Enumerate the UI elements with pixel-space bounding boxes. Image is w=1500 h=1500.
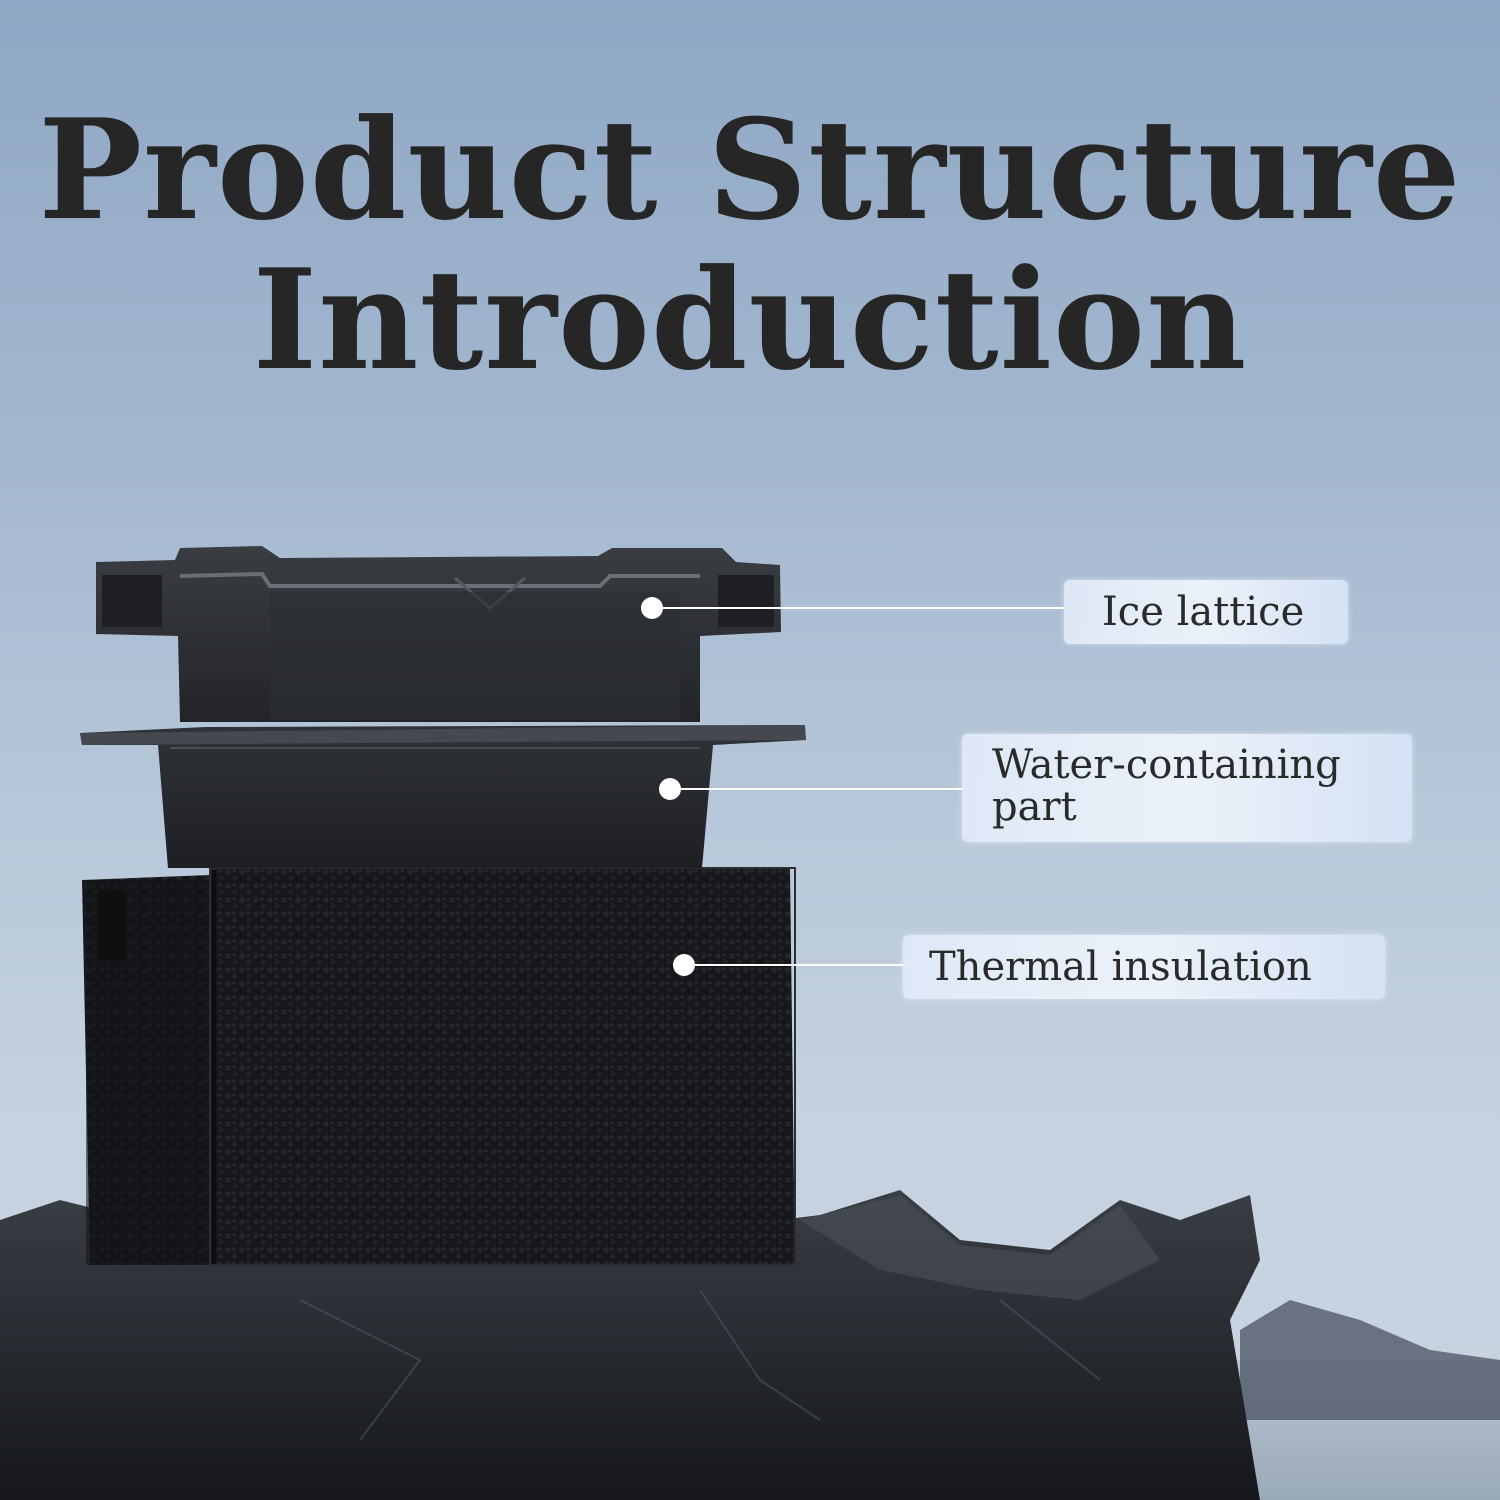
insulation-box <box>82 867 796 1266</box>
ice-lattice-tray <box>96 546 781 722</box>
title-line-2: Introduction <box>252 238 1248 401</box>
label-thermal-insulation: Thermal insulation <box>903 935 1385 999</box>
label-ice-lattice: Ice lattice <box>1064 580 1348 644</box>
label-water-containing-part: Water-containing part <box>962 734 1412 842</box>
callout-dot-ice <box>641 597 663 619</box>
title-line-1: Product Structure <box>38 88 1462 251</box>
callout-dot-insulation <box>673 954 695 976</box>
distant-rock <box>1240 1300 1500 1420</box>
callout-dot-water <box>659 778 681 800</box>
rock-crack <box>299 1289 1101 1441</box>
rock-highlight <box>800 1195 1160 1300</box>
water-tray <box>80 725 806 868</box>
page-title: Product Structure Introduction <box>0 95 1500 395</box>
